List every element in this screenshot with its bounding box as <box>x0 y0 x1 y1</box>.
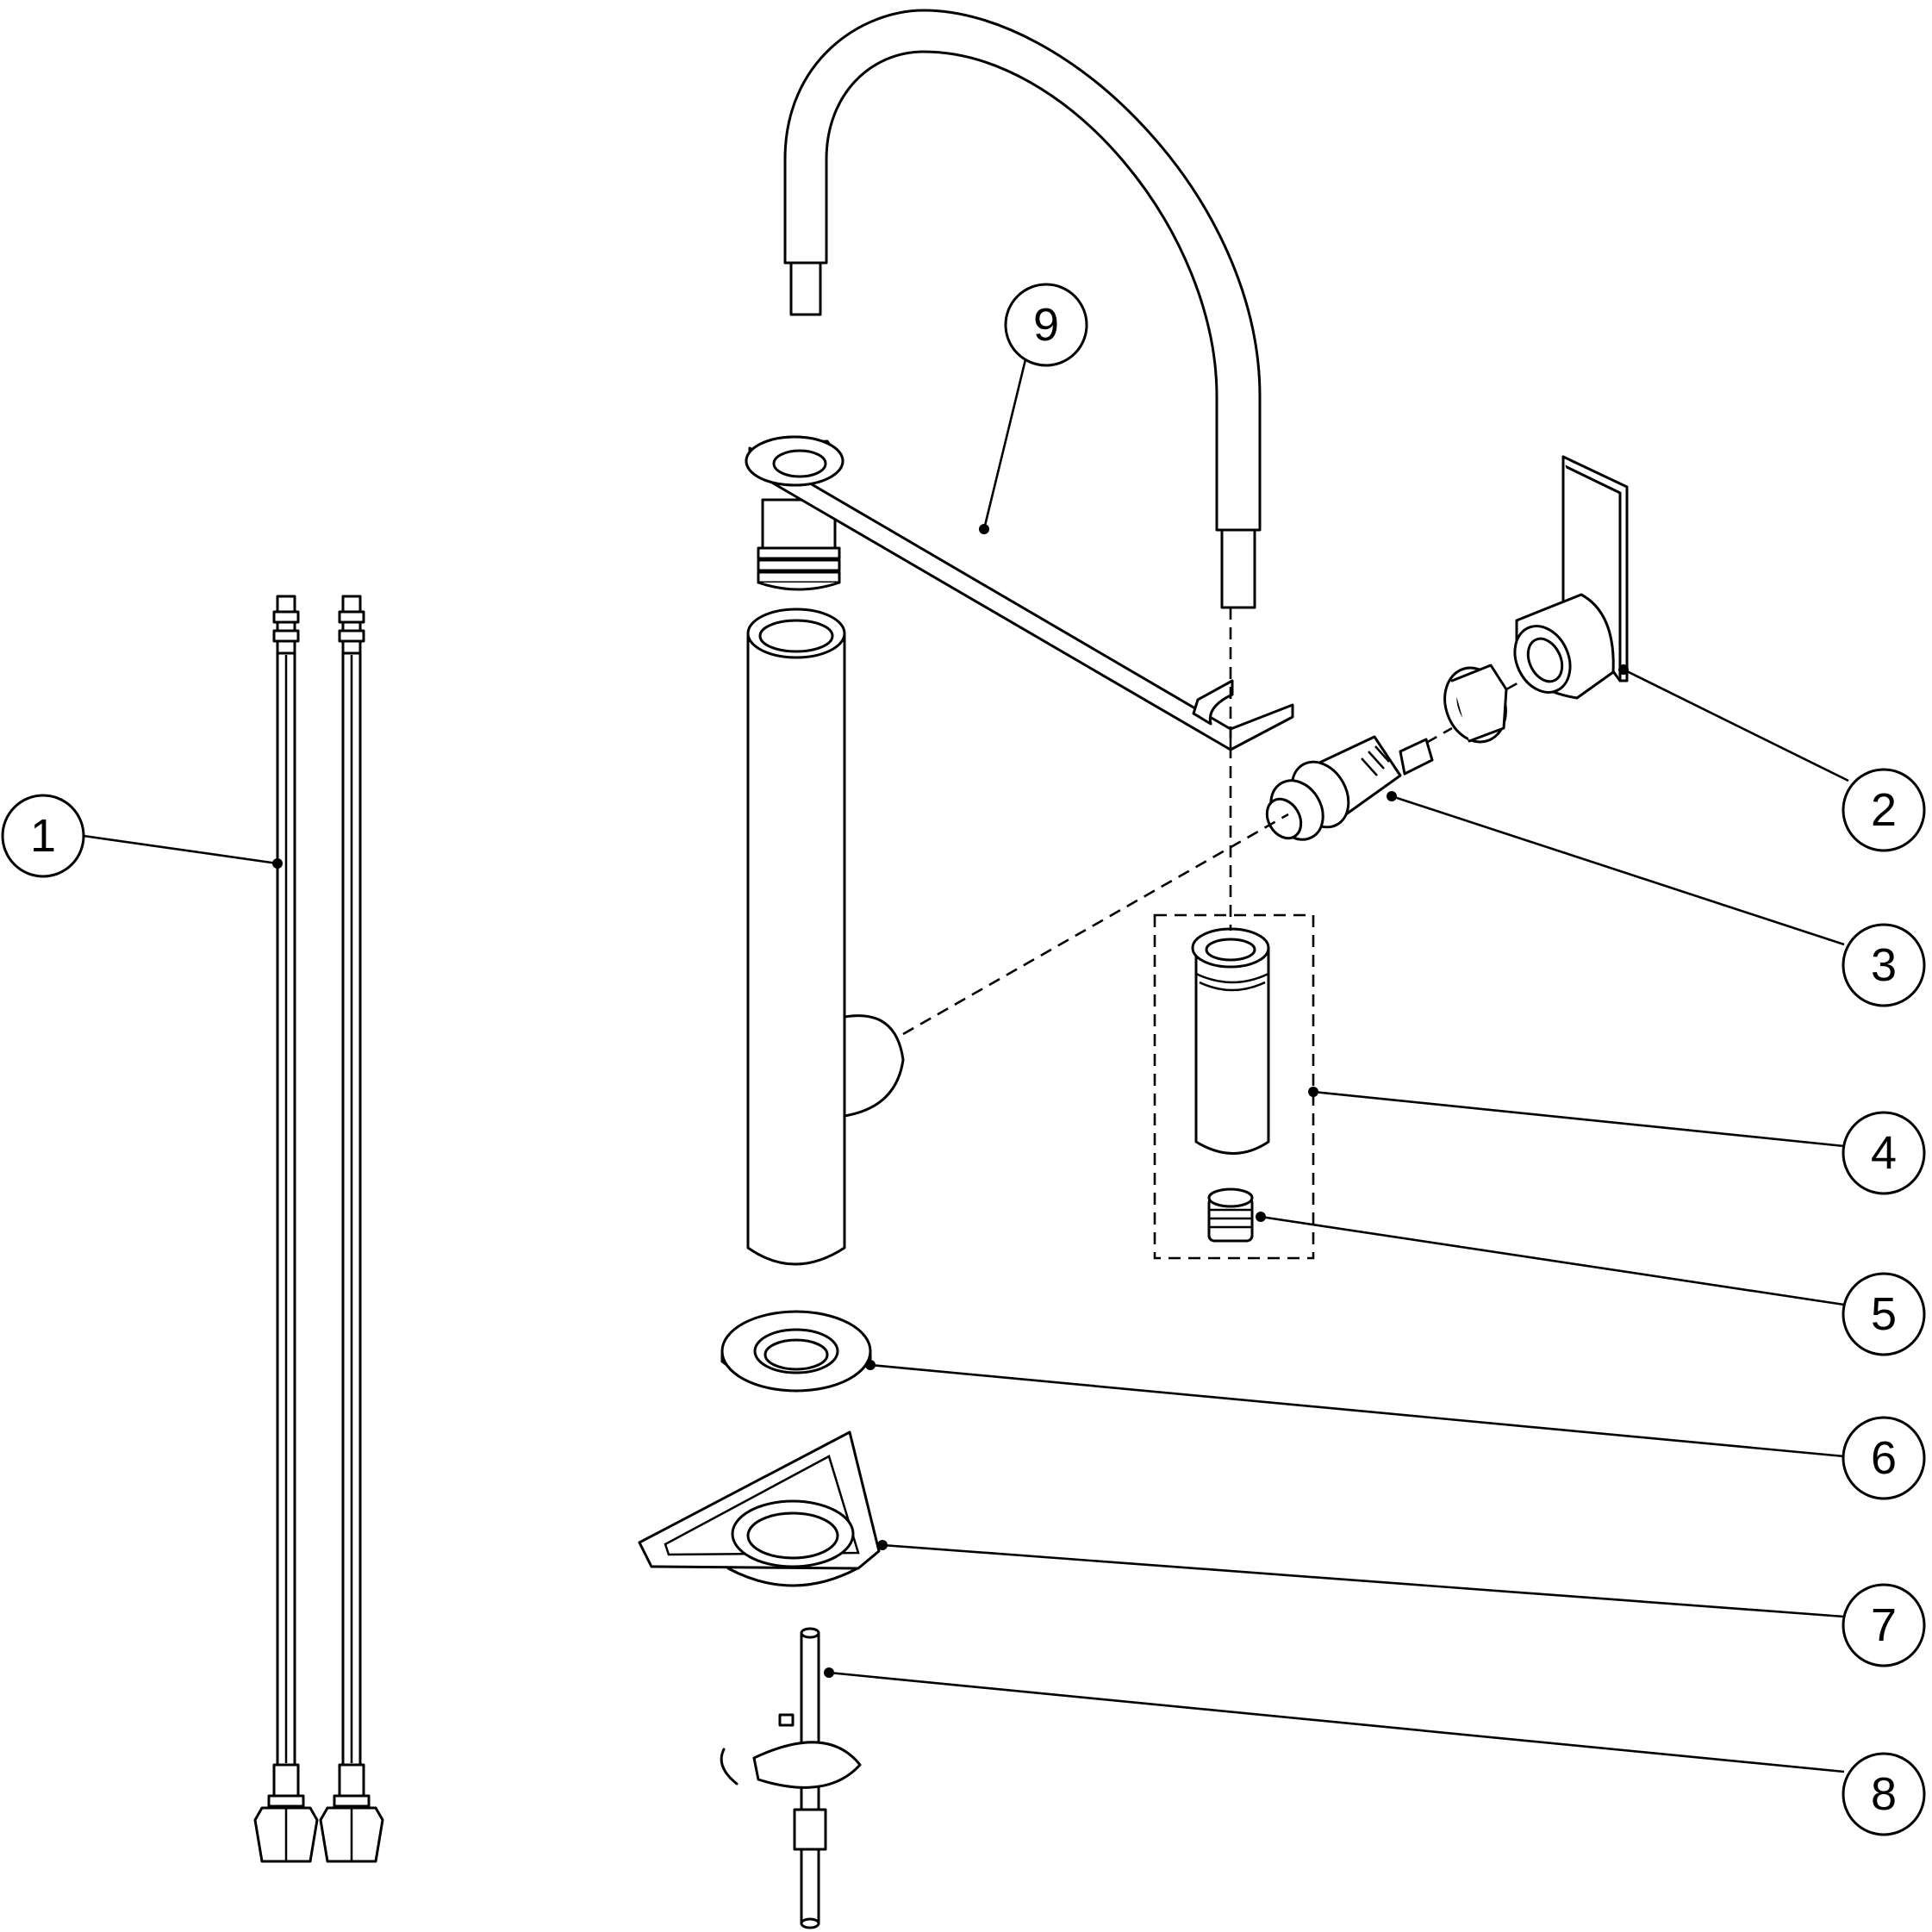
retaining-nut <box>1443 664 1508 744</box>
flex-hose-left <box>253 595 319 1863</box>
callout-label: 2 <box>1871 784 1897 836</box>
callout-8: 8 <box>1842 1752 1926 1836</box>
callout-6: 6 <box>1842 1416 1926 1500</box>
group-box-4-5 <box>1153 913 1315 1260</box>
callout-7: 7 <box>1842 1583 1926 1667</box>
callout-4: 4 <box>1842 1111 1926 1195</box>
valve-cartridge <box>1265 735 1434 841</box>
callout-bubble <box>1004 283 1088 367</box>
callout-bubble <box>1842 1272 1926 1356</box>
triangular-mounting-plate <box>638 1430 881 1587</box>
callout-label: 1 <box>30 810 56 862</box>
callout-label: 6 <box>1871 1432 1897 1484</box>
callout-1: 1 <box>1 794 85 878</box>
callout-label: 3 <box>1871 939 1897 991</box>
callout-bubble <box>1842 768 1926 852</box>
flex-hose-right <box>319 595 384 1863</box>
callout-2: 2 <box>1842 768 1926 852</box>
callout-bubble <box>1842 1111 1926 1195</box>
flex-hoses <box>253 595 384 1863</box>
callout-label: 5 <box>1871 1288 1897 1340</box>
callout-label: 8 <box>1871 1768 1897 1820</box>
base-washer <box>720 1310 872 1393</box>
assembly-lines <box>902 608 1526 1036</box>
aerator-insert <box>1207 1187 1254 1243</box>
callout-9: 9 <box>1004 283 1088 367</box>
callout-label: 9 <box>1033 299 1059 351</box>
callout-bubble <box>1 794 85 878</box>
threaded-rod-clamp <box>720 1627 862 1929</box>
callout-label: 4 <box>1871 1127 1897 1179</box>
callout-bubble <box>1842 1583 1926 1667</box>
callout-bubble <box>1842 923 1926 1007</box>
aerator-tube <box>1191 927 1270 1155</box>
callout-5: 5 <box>1842 1272 1926 1356</box>
callout-bubble <box>1842 1416 1926 1500</box>
faucet-body-tube <box>746 608 905 1266</box>
callout-3: 3 <box>1842 923 1926 1007</box>
arched-spout-pipe <box>783 9 1262 609</box>
leader-lines <box>83 348 1849 1773</box>
callout-bubble <box>1842 1752 1926 1836</box>
handle-lever <box>1513 455 1629 700</box>
callout-label: 7 <box>1871 1599 1897 1651</box>
